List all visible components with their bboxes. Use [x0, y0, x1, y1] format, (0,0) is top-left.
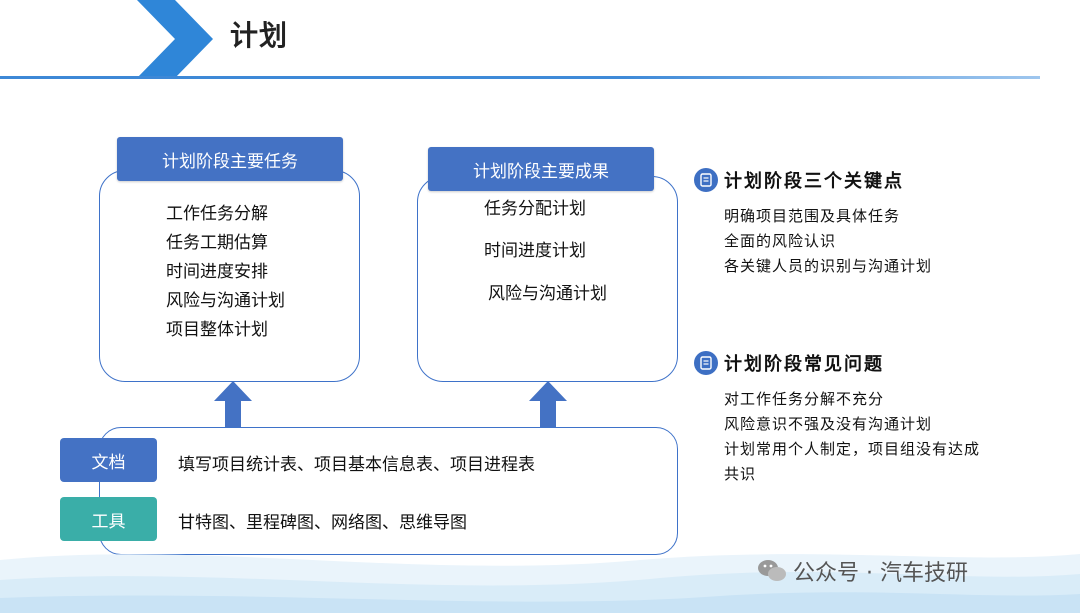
- outcome-item: 时间进度计划: [484, 241, 586, 261]
- key-points-heading: 计划阶段三个关键点: [724, 171, 904, 192]
- page-title: 计划: [230, 19, 289, 52]
- header-chevron-icon: [137, 0, 213, 78]
- tools-badge: 工具: [60, 497, 157, 541]
- up-arrow-icon: [214, 381, 252, 427]
- issue-item: 对工作任务分解不充分: [724, 390, 885, 408]
- wechat-icon: [758, 560, 786, 581]
- tasks-heading: 计划阶段主要任务: [117, 137, 343, 181]
- documents-text: 填写项目统计表、项目基本信息表、项目进程表: [178, 455, 535, 475]
- key-point-item: 各关键人员的识别与沟通计划: [724, 257, 933, 275]
- outcomes-heading: 计划阶段主要成果: [428, 147, 654, 191]
- document-icon: [694, 168, 718, 192]
- common-issues-heading: 计划阶段常见问题: [724, 354, 884, 375]
- task-item: 任务工期估算: [166, 233, 268, 253]
- tools-text: 甘特图、里程碑图、网络图、思维导图: [178, 513, 467, 533]
- decorative-wave: [0, 554, 1080, 613]
- key-point-item: 明确项目范围及具体任务: [724, 207, 901, 225]
- outcomes-box: [417, 176, 678, 382]
- issue-item: 共识: [724, 465, 757, 483]
- document-icon: [694, 351, 718, 375]
- documents-badge: 文档: [60, 438, 157, 482]
- outcome-item: 任务分配计划: [484, 199, 586, 219]
- tasks-box: [99, 170, 360, 382]
- issue-item: 计划常用个人制定，项目组没有达成: [724, 440, 981, 458]
- watermark: 公众号 · 汽车技研: [757, 555, 968, 587]
- issue-item: 风险意识不强及没有沟通计划: [724, 415, 933, 433]
- title-divider: [0, 76, 1040, 79]
- outcome-item: 风险与沟通计划: [488, 284, 607, 304]
- watermark-text: 公众号 · 汽车技研: [793, 561, 968, 586]
- task-item: 项目整体计划: [166, 320, 268, 340]
- resources-box: [99, 427, 678, 555]
- task-item: 时间进度安排: [166, 262, 268, 282]
- task-item: 风险与沟通计划: [166, 291, 285, 311]
- key-point-item: 全面的风险认识: [724, 232, 837, 250]
- up-arrow-icon: [529, 381, 567, 427]
- task-item: 工作任务分解: [166, 204, 268, 224]
